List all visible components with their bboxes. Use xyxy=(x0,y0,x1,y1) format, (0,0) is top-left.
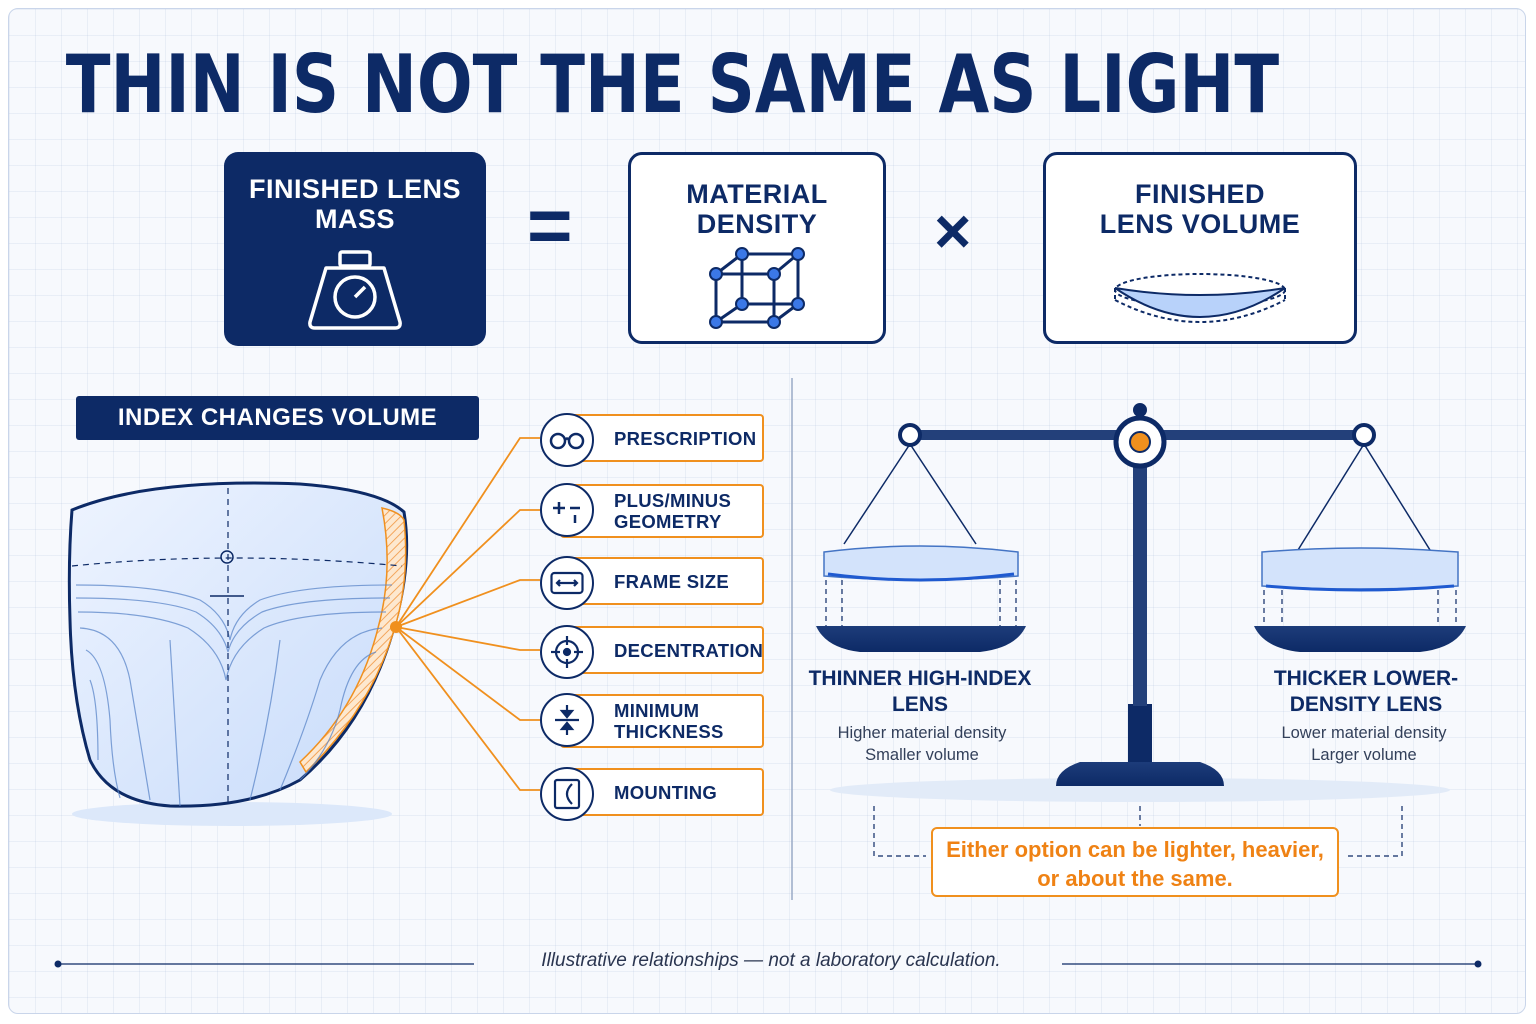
crosshair-icon xyxy=(540,625,594,679)
cube-lattice-icon xyxy=(709,247,805,329)
index-changes-volume-banner: INDEX CHANGES VOLUME xyxy=(76,396,479,440)
callout-text: Either option can be lighter, heavier, o… xyxy=(946,837,1324,891)
right-pan-density-text: Lower material density xyxy=(1281,724,1447,742)
factor-minimum-thickness: MINIMUM THICKNESS xyxy=(540,693,764,748)
plus-minus-icon xyxy=(540,483,594,537)
left-pan-title: THINNER HIGH-INDEX LENS xyxy=(808,667,1032,716)
right-pan-volume-text: Larger volume xyxy=(1311,746,1417,764)
factor-label: FRAME SIZE xyxy=(614,570,730,592)
finished-lens-mass-box: FINISHED LENS MASS xyxy=(224,152,486,346)
mounting-icon xyxy=(540,767,594,821)
factor-label: PRESCRIPTION xyxy=(614,427,757,449)
kitchen-scale-icon xyxy=(308,250,402,330)
factor-label: PLUS/MINUS GEOMETRY xyxy=(614,490,732,532)
balance-scale-illustration xyxy=(816,403,1466,802)
factor-prescription: PRESCRIPTION xyxy=(540,413,764,467)
factor-mounting: MOUNTING xyxy=(540,767,764,821)
factor-frame-size: FRAME SIZE xyxy=(540,556,764,610)
either-option-callout: Either option can be lighter, heavier, o… xyxy=(931,827,1339,897)
thickness-arrows-icon xyxy=(540,693,594,747)
lens-cross-section-illustration xyxy=(67,481,409,826)
factor-plus-minus-geometry: PLUS/MINUS GEOMETRY xyxy=(540,483,764,538)
left-pan-density-text: Higher material density xyxy=(837,724,1007,742)
factor-label: DECENTRATION xyxy=(614,639,764,661)
multiply-sign: × xyxy=(934,195,972,267)
page-title: THIN IS NOT THE SAME AS LIGHT xyxy=(65,38,1280,131)
footer-disclaimer: Illustrative relationships — not a labor… xyxy=(541,950,1001,971)
finished-lens-mass-label: FINISHED LENS MASS xyxy=(248,174,462,234)
lens-volume-icon xyxy=(1114,273,1286,323)
equals-sign: = xyxy=(527,181,573,269)
footer-rules xyxy=(54,960,1482,968)
material-density-box: MATERIAL DENSITY xyxy=(628,152,886,344)
right-pan-title: THICKER LOWER-DENSITY LENS xyxy=(1273,667,1459,716)
factor-label: MINIMUM THICKNESS xyxy=(614,700,724,742)
finished-lens-volume-label: FINISHED LENS VOLUME xyxy=(1099,179,1301,239)
frame-width-icon xyxy=(540,556,594,610)
material-density-label: MATERIAL DENSITY xyxy=(686,179,828,239)
left-pan-volume-text: Smaller volume xyxy=(865,746,979,764)
factor-connector-lines xyxy=(395,437,540,791)
callout-brackets xyxy=(873,806,1403,857)
glasses-icon xyxy=(540,413,594,467)
factor-decentration: DECENTRATION xyxy=(540,625,764,679)
factor-label: MOUNTING xyxy=(614,781,718,803)
